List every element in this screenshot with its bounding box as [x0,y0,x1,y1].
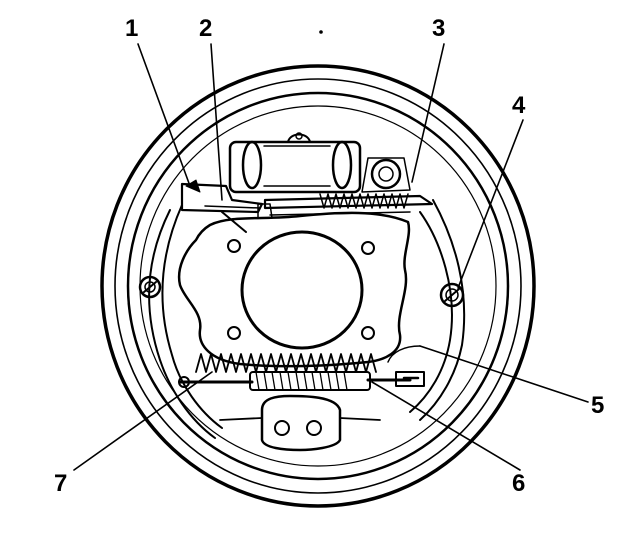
adjuster-screw [178,371,412,391]
callout-5: 5 [591,392,605,419]
anchor-pin [361,157,411,193]
callout-2: 2 [199,15,213,42]
leader-line-4 [457,119,524,289]
callout-7: 7 [54,470,68,497]
upper-return-spring [319,193,409,209]
hold-down-pin-left [138,275,162,299]
leader-line-6 [371,381,521,471]
lower-anchor-block [219,394,381,452]
backing-plate [100,30,536,508]
leader-line-5 [419,345,589,403]
hold-down-pin-right [439,282,465,308]
leader-line-1 [137,43,191,187]
adjuster-actuator [387,345,425,387]
callout-4: 4 [512,92,526,119]
lower-return-spring [195,353,377,373]
axle-flange [177,211,411,368]
brake-shoes [148,199,466,439]
leader-line-3 [411,43,445,183]
callout-6: 6 [512,470,526,497]
leader-line-7 [73,371,213,471]
leader-lines [73,43,589,471]
adjuster-lever [180,179,273,233]
leader-line-2 [210,43,223,201]
wheel-cylinder [228,132,362,194]
callout-1: 1 [125,15,139,42]
callout-3: 3 [432,15,446,42]
